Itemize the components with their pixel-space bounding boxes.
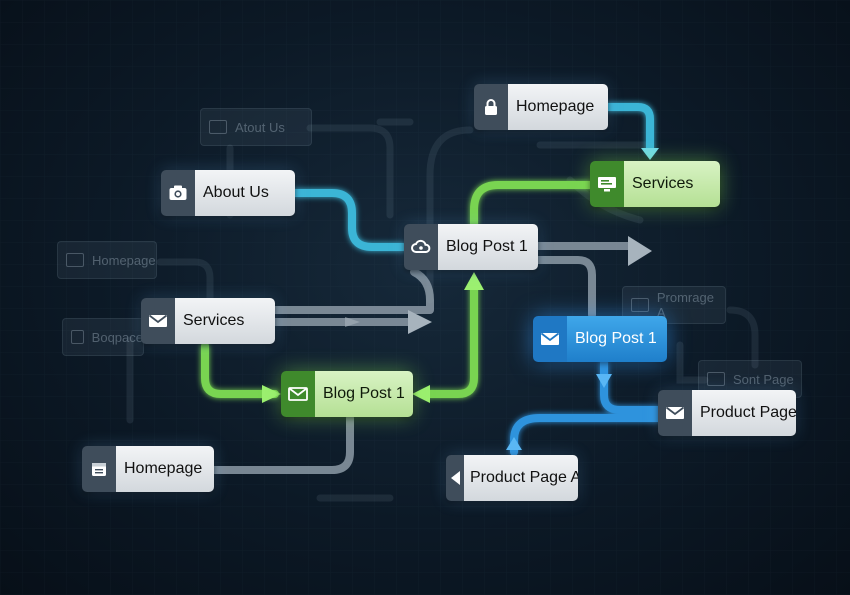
mail-icon <box>658 390 692 436</box>
mail-icon <box>533 316 567 362</box>
node-blog-post-blue[interactable]: Blog Post 1 <box>533 316 667 362</box>
node-label: Homepage <box>116 446 214 492</box>
mail-icon <box>209 120 227 134</box>
ghost-node: Boqpace <box>62 318 144 356</box>
node-blog-post-green[interactable]: Blog Post 1 <box>281 371 413 417</box>
node-services-left[interactable]: Services <box>141 298 275 344</box>
node-label: About Us <box>195 170 295 216</box>
node-label: Homepage <box>508 84 608 130</box>
node-label: Blog Post 1 <box>315 371 413 417</box>
cyan-connector <box>291 103 654 251</box>
ghost-node: Atout Us <box>200 108 312 146</box>
home-icon <box>66 253 84 267</box>
ghost-node-label: Homepage <box>92 252 156 268</box>
node-label: Services <box>624 161 720 207</box>
back-arrow-icon <box>446 455 464 501</box>
node-label: Product Page <box>692 390 796 436</box>
node-label: Blog Post 1 <box>567 316 667 362</box>
document-icon <box>631 298 649 312</box>
monitor-icon <box>590 161 624 207</box>
node-label: Product Page A <box>464 455 578 501</box>
ghost-node-label: Sont Page <box>733 371 794 387</box>
gray-arrowheads <box>345 236 652 334</box>
lock-icon <box>474 84 508 130</box>
node-product-page-a[interactable]: Product Page A <box>446 455 578 501</box>
cloud-icon <box>404 224 438 270</box>
mail-icon <box>281 371 315 417</box>
node-about-us[interactable]: About Us <box>161 170 295 216</box>
node-label: Services <box>175 298 275 344</box>
monitor-icon <box>71 330 84 344</box>
node-homepage-top[interactable]: Homepage <box>474 84 608 130</box>
ghost-node-label: Atout Us <box>235 119 285 135</box>
node-homepage-bottom[interactable]: Homepage <box>82 446 214 492</box>
blue-arrowheads <box>506 374 612 450</box>
ghost-node: Promrage A <box>622 286 726 324</box>
green-connectors <box>201 181 594 398</box>
camera-icon <box>161 170 195 216</box>
ghost-node: Homepage <box>57 241 157 279</box>
ghost-node-label: Boqpace <box>91 329 143 345</box>
monitor-icon <box>707 372 725 386</box>
node-product-page[interactable]: Product Page <box>658 390 796 436</box>
cyan-arrowheads <box>641 148 659 160</box>
green-arrowheads <box>262 272 484 403</box>
ghost-node-label: Promrage A <box>656 290 714 320</box>
node-blog-post-center[interactable]: Blog Post 1 <box>404 224 538 270</box>
mail-icon <box>141 298 175 344</box>
calendar-icon <box>82 446 116 492</box>
node-services-top[interactable]: Services <box>590 161 720 207</box>
node-label: Blog Post 1 <box>438 224 538 270</box>
